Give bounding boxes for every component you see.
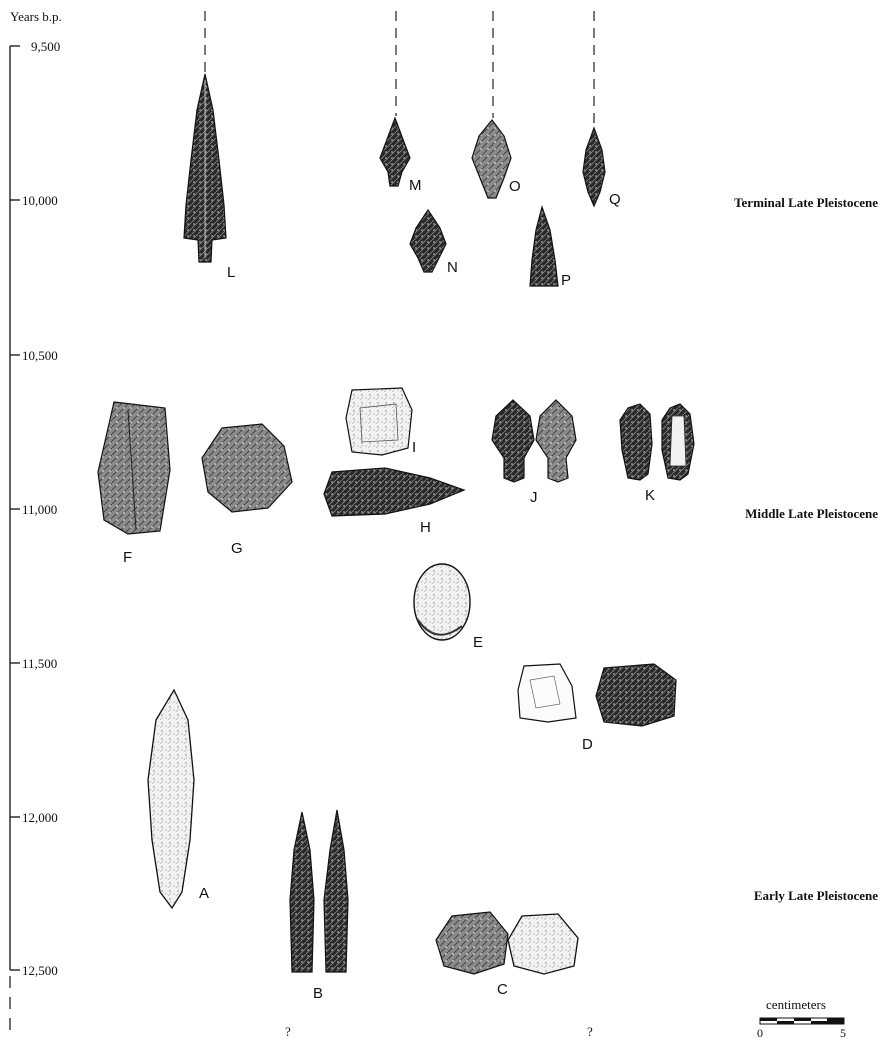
artifact-K: K (620, 404, 694, 504)
scraper-outline (518, 664, 576, 722)
tick-label-12000: 12,000 (22, 810, 58, 825)
artifact-label-I: I (412, 439, 416, 456)
round-stone-light (508, 914, 578, 974)
artifact-A: A (148, 690, 209, 908)
artifact-N: N (410, 210, 458, 276)
continuation-lines (205, 11, 594, 126)
scale-bar-max: 5 (840, 1026, 846, 1039)
scale-seg-2 (777, 1021, 794, 1024)
artifact-label-A: A (199, 885, 209, 902)
tick-label-12500: 12,500 (22, 963, 58, 978)
axis-title: Years b.p. (10, 9, 62, 24)
scraper-dark (596, 664, 676, 726)
question-mark-right: ? (587, 1024, 593, 1039)
tick-label-10000: 10,000 (22, 193, 58, 208)
artifact-E: E (414, 564, 483, 651)
stemmed-leaf-left (492, 400, 534, 482)
artifact-M: M (380, 118, 422, 194)
artifact-J: J (492, 400, 576, 506)
long-biface-drawing (148, 690, 194, 908)
artifact-label-O: O (509, 178, 521, 195)
artifact-D: D (518, 664, 676, 753)
artifact-label-N: N (447, 259, 458, 276)
artifact-label-F: F (123, 549, 132, 566)
artifact-label-K: K (645, 487, 655, 504)
artifact-label-E: E (473, 634, 483, 651)
period-label-middle: Middle Late Pleistocene (745, 506, 878, 521)
artifact-label-H: H (420, 519, 431, 536)
spindle-left (290, 812, 314, 972)
artifact-O: O (472, 120, 521, 198)
artifact-H: H (324, 468, 464, 536)
tick-label-11000: 11,000 (22, 502, 57, 517)
artifact-label-Q: Q (609, 191, 621, 208)
slender-point-drawing (583, 128, 605, 206)
artifact-label-M: M (409, 177, 422, 194)
triangle-point-drawing (530, 207, 558, 286)
scale-seg-4 (811, 1021, 827, 1024)
period-label-early: Early Late Pleistocene (754, 888, 878, 903)
scale-seg-3 (794, 1018, 811, 1021)
spindle-right (324, 810, 348, 972)
small-point-drawing (410, 210, 446, 272)
scale-bar-min: 0 (757, 1026, 763, 1039)
artifact-L: L (184, 74, 235, 281)
scale-seg-1 (760, 1018, 777, 1021)
tick-label-11500: 11,500 (22, 656, 57, 671)
round-stone-dark (436, 912, 508, 974)
artifact-P: P (530, 207, 571, 289)
flake-drawing (346, 388, 412, 455)
artifact-label-L: L (227, 264, 235, 281)
core-drawing (202, 424, 292, 512)
artifact-label-C: C (497, 981, 508, 998)
tick-label-9500: 9,500 (31, 39, 60, 54)
tall-block-drawing (98, 402, 170, 534)
artifact-I: I (346, 388, 416, 456)
artifact-label-P: P (561, 272, 571, 289)
tick-label-10500: 10,500 (22, 348, 58, 363)
scale-bar-title: centimeters (766, 997, 826, 1012)
elongated-biface-drawing (324, 468, 464, 516)
bottle-point-hollow (670, 416, 686, 466)
artifact-C: C (436, 912, 578, 998)
leaf-point-drawing (472, 120, 511, 198)
scale-bar: centimeters 0 5 (757, 997, 846, 1039)
stemmed-leaf-right (536, 400, 576, 482)
artifact-G: G (202, 424, 292, 557)
artifact-label-B: B (313, 985, 323, 1002)
pebble-drawing (414, 564, 470, 640)
artifact-label-J: J (530, 489, 538, 506)
artifact-Q: Q (583, 128, 621, 208)
artifact-label-G: G (231, 540, 243, 557)
axis-ticks: 9,500 10,000 10,500 11,000 11,500 12,000… (10, 39, 60, 978)
period-label-terminal: Terminal Late Pleistocene (734, 195, 878, 210)
scale-seg-5 (827, 1018, 844, 1024)
artifact-F: F (98, 402, 170, 566)
artifact-label-D: D (582, 736, 593, 753)
artifact-B: B (290, 810, 348, 1002)
question-mark-left: ? (285, 1024, 291, 1039)
small-point-drawing (380, 118, 410, 186)
bottle-point-left (620, 404, 652, 480)
